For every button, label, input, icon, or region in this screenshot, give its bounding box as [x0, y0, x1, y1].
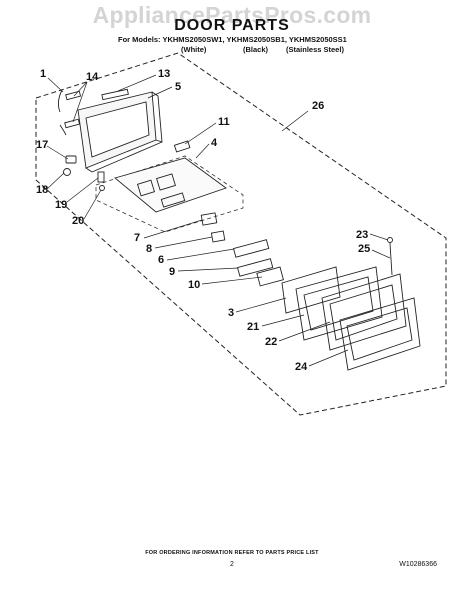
board-10 — [256, 266, 284, 287]
models-line: For Models: YKHMS2050SW1, YKHMS2050SB1, … — [118, 35, 347, 44]
part-19 — [97, 171, 105, 183]
callout-19: 19 — [55, 199, 67, 211]
callout-22: 22 — [265, 336, 277, 348]
callout-23: 23 — [356, 229, 368, 241]
variant-black: (Black) — [243, 45, 269, 54]
screw-18 — [63, 168, 71, 176]
callout-10: 10 — [188, 279, 200, 291]
page-title: DOOR PARTS — [174, 17, 290, 34]
callouts: 1 14 13 5 26 17 11 4 18 19 20 7 8 6 9 10… — [36, 68, 370, 373]
ordering-note: FOR ORDERING INFORMATION REFER TO PARTS … — [145, 550, 319, 556]
trim-strip — [101, 88, 129, 101]
page-number: 2 — [230, 561, 234, 568]
variant-white: (White) — [181, 45, 207, 54]
callout-5: 5 — [175, 81, 181, 93]
part-20 — [99, 185, 105, 191]
window-panel — [281, 266, 341, 314]
callout-14: 14 — [86, 71, 99, 83]
door-frame — [77, 91, 163, 173]
door-glass-24 — [339, 297, 421, 371]
door-frame-21 — [295, 266, 383, 341]
assembly-boundary — [35, 52, 447, 416]
callout-13: 13 — [158, 68, 170, 80]
callout-1: 1 — [40, 68, 46, 80]
document-number: W10286366 — [399, 561, 437, 568]
board-8 — [210, 230, 226, 243]
leader-lines — [46, 74, 391, 367]
watermark: AppliancePartsPros.com — [92, 2, 372, 28]
callout-21: 21 — [247, 321, 259, 333]
rod-25 — [389, 242, 393, 276]
callout-11: 11 — [218, 116, 230, 128]
hinges — [57, 89, 82, 136]
callout-4: 4 — [211, 137, 218, 149]
control-panel — [114, 157, 227, 213]
variant-stainless: (Stainless Steel) — [286, 45, 344, 54]
callout-7: 7 — [134, 232, 140, 244]
latch-part-17 — [65, 155, 77, 164]
callout-6: 6 — [158, 254, 164, 266]
callout-25: 25 — [358, 243, 370, 255]
screw-23 — [387, 237, 393, 243]
callout-26: 26 — [312, 100, 324, 112]
control-panel-boundary — [95, 155, 244, 233]
callout-18: 18 — [36, 184, 48, 196]
strip-9 — [236, 258, 274, 277]
callout-17: 17 — [36, 139, 48, 151]
callout-3: 3 — [228, 307, 234, 319]
callout-24: 24 — [295, 361, 308, 373]
door-latch — [173, 140, 191, 153]
door-frame-22 — [321, 273, 407, 351]
board-7 — [200, 212, 218, 226]
callout-8: 8 — [146, 243, 152, 255]
strip-6 — [232, 239, 270, 258]
callout-20: 20 — [72, 215, 84, 227]
callout-9: 9 — [169, 266, 175, 278]
